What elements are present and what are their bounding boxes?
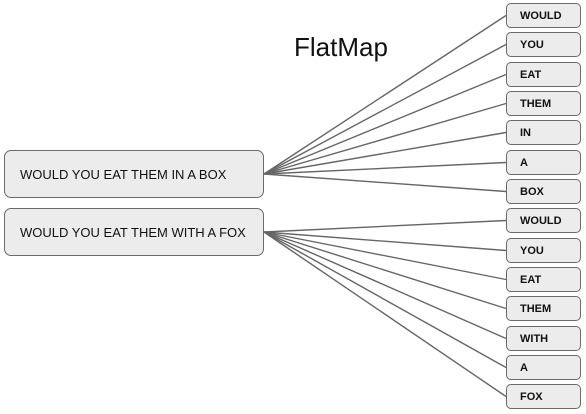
word-text: YOU	[520, 244, 544, 257]
sentence-box-1: WOULD YOU EAT THEM IN A BOX	[4, 150, 264, 198]
connector-line	[263, 73, 507, 175]
connector-line	[263, 231, 507, 398]
word-box: THEM	[506, 91, 581, 116]
word-text: THEM	[520, 302, 552, 315]
word-box: YOU	[506, 32, 581, 57]
word-box: EAT	[506, 62, 581, 87]
word-text: FOX	[520, 390, 543, 403]
connector-line	[263, 14, 507, 175]
word-text: BOX	[520, 185, 544, 198]
word-text: THEM	[520, 97, 552, 110]
word-text: WOULD	[520, 214, 562, 227]
word-box: WOULD	[506, 3, 581, 28]
connector-line	[263, 43, 507, 175]
connector-line	[263, 231, 507, 340]
word-box: WITH	[506, 326, 581, 351]
word-text: EAT	[520, 68, 542, 81]
word-box: EAT	[506, 267, 581, 292]
connector-line	[263, 231, 507, 252]
connector-line	[263, 231, 507, 281]
word-text: IN	[520, 126, 531, 139]
sentence-box-2: WOULD YOU EAT THEM WITH A FOX	[4, 208, 264, 256]
word-text: WITH	[520, 332, 549, 345]
word-text: A	[520, 156, 528, 169]
diagram-title: FlatMap	[294, 32, 388, 62]
word-text: A	[520, 361, 528, 374]
connector-line	[263, 219, 507, 233]
connector-line	[263, 173, 507, 193]
connector-line	[263, 131, 507, 175]
word-box: THEM	[506, 296, 581, 321]
word-box: BOX	[506, 179, 581, 204]
word-text: WOULD	[520, 9, 562, 22]
word-text: YOU	[520, 38, 544, 51]
connector-line	[263, 161, 507, 175]
word-text: EAT	[520, 273, 542, 286]
word-box: WOULD	[506, 208, 581, 233]
connector-line	[263, 231, 507, 369]
word-box: A	[506, 150, 581, 175]
word-box: A	[506, 355, 581, 380]
connector-line	[263, 102, 507, 175]
word-box: FOX	[506, 384, 581, 409]
word-box: IN	[506, 120, 581, 145]
sentence-text-1: WOULD YOU EAT THEM IN A BOX	[20, 166, 227, 182]
sentence-text-2: WOULD YOU EAT THEM WITH A FOX	[20, 224, 246, 240]
word-box: YOU	[506, 238, 581, 263]
connector-line	[263, 231, 507, 310]
